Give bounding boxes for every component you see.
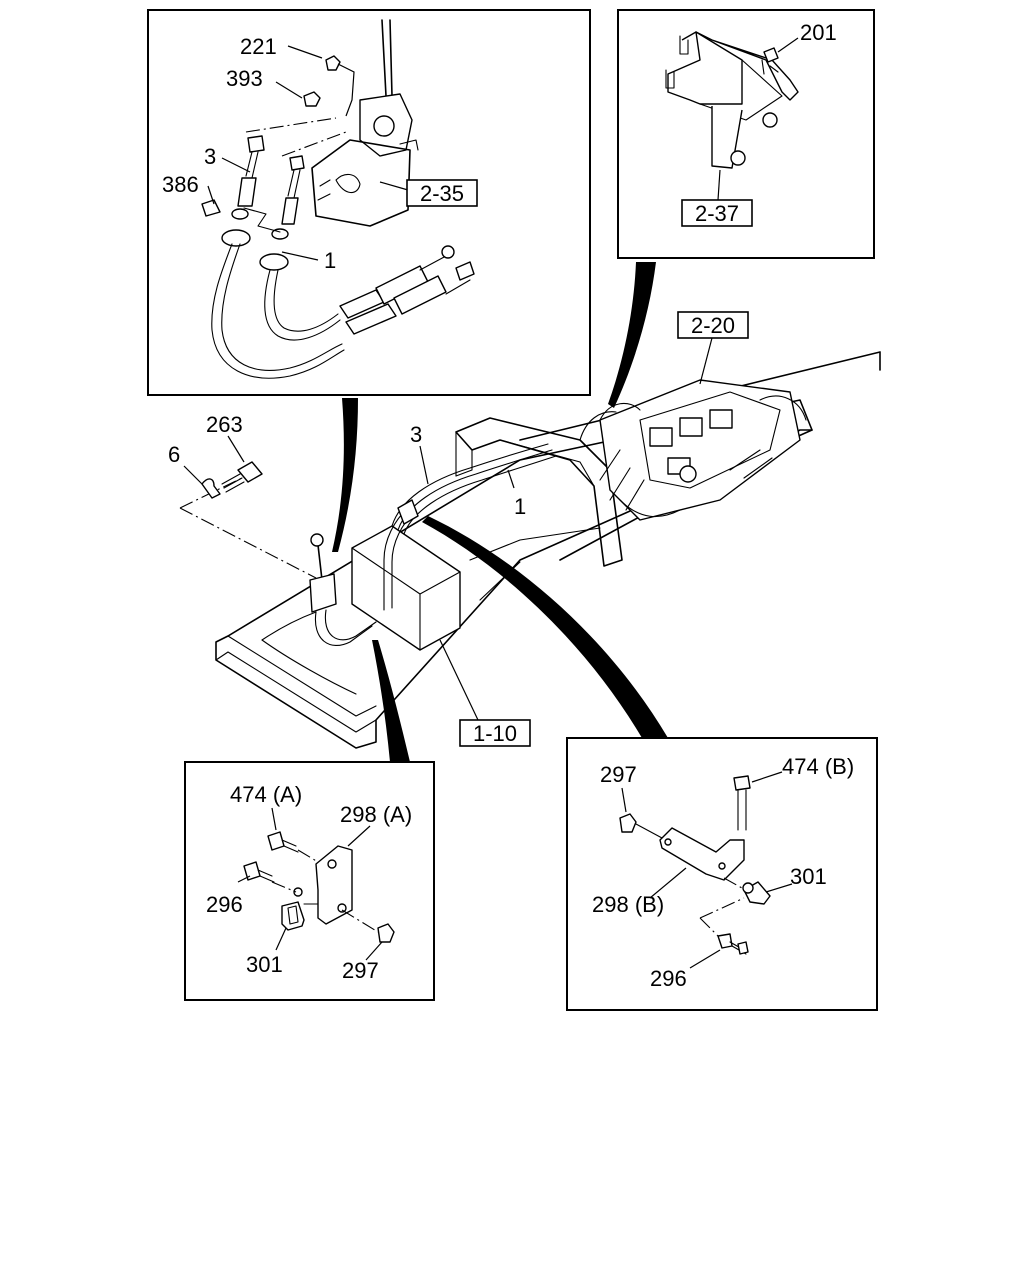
ref-box-2-37 bbox=[681, 199, 753, 227]
label-386: 386 bbox=[162, 172, 199, 197]
label-301b: 301 bbox=[790, 864, 827, 889]
panel-bracket-a bbox=[184, 761, 435, 1001]
shift-lever bbox=[317, 544, 323, 581]
ref-2-37: 2-37 bbox=[695, 201, 739, 226]
label-1-top: 1 bbox=[324, 248, 336, 273]
label-297b: 297 bbox=[600, 762, 637, 787]
label-393: 393 bbox=[226, 66, 263, 91]
label-3-top: 3 bbox=[204, 144, 216, 169]
wedge-bottom-right bbox=[422, 516, 668, 738]
console-box bbox=[351, 525, 461, 651]
clip-6 bbox=[201, 478, 221, 499]
main-leaders bbox=[183, 337, 713, 721]
ref-2-35: 2-35 bbox=[420, 181, 464, 206]
wedge-bottom-left bbox=[372, 640, 410, 762]
wedge-top-left bbox=[332, 398, 358, 552]
callout-labels: 221 393 3 386 1 201 263 6 3 1 474 (A) 29… bbox=[162, 20, 854, 991]
main-assembly bbox=[179, 351, 881, 749]
label-474b: 474 (B) bbox=[782, 754, 854, 779]
ref-box-1-10 bbox=[459, 719, 531, 747]
ref-1-10: 1-10 bbox=[473, 721, 517, 746]
label-221: 221 bbox=[240, 34, 277, 59]
label-297a: 297 bbox=[342, 958, 379, 983]
label-3-main: 3 bbox=[410, 422, 422, 447]
transmission bbox=[579, 379, 807, 521]
crossmember bbox=[455, 417, 623, 567]
ref-box-2-20 bbox=[677, 311, 749, 339]
label-6: 6 bbox=[168, 442, 180, 467]
label-296a: 296 bbox=[206, 892, 243, 917]
panel-bracket-b bbox=[566, 737, 878, 1011]
wedge-top-right bbox=[608, 262, 656, 408]
ref-2-20: 2-20 bbox=[691, 313, 735, 338]
bolt-263 bbox=[221, 461, 263, 493]
label-1-main: 1 bbox=[514, 494, 526, 519]
label-201: 201 bbox=[800, 20, 837, 45]
label-298a: 298 (A) bbox=[340, 802, 412, 827]
callout-wedges bbox=[332, 262, 668, 762]
nut-393 bbox=[303, 91, 321, 107]
label-263: 263 bbox=[206, 412, 243, 437]
label-298b: 298 (B) bbox=[592, 892, 664, 917]
label-474a: 474 (A) bbox=[230, 782, 302, 807]
ref-box-2-35 bbox=[406, 179, 478, 207]
label-301a: 301 bbox=[246, 952, 283, 977]
nut-221 bbox=[325, 55, 341, 71]
panel-shift-cables bbox=[147, 9, 591, 396]
label-296b: 296 bbox=[650, 966, 687, 991]
reference-boxes: 2-35 2-37 2-20 1-10 bbox=[406, 179, 753, 747]
